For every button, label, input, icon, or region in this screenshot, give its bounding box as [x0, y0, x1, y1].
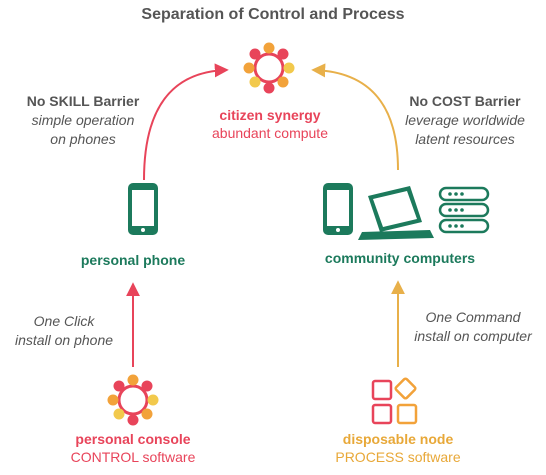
node-blocks-icon — [371, 377, 418, 425]
personal-phone-label: personal phone — [80, 252, 186, 268]
diagram-title: Separation of Control and Process — [141, 6, 405, 23]
server-icon — [438, 186, 490, 234]
disposable-node: disposable node PROCESS software — [313, 430, 483, 466]
synergy-node: citizen synergy abundant compute — [190, 106, 350, 142]
cost-barrier-title: No COST Barrier — [409, 93, 521, 109]
node-subtitle: PROCESS software — [335, 449, 461, 465]
console-ring-icon — [107, 374, 159, 426]
console-subtitle: CONTROL software — [70, 449, 196, 465]
console-title: personal console — [75, 431, 191, 447]
click-install-line1: One Click — [33, 313, 95, 329]
node-title: disposable node — [342, 431, 454, 447]
community-computers-label: community computers — [324, 250, 476, 266]
synergy-title: citizen synergy — [219, 107, 321, 123]
command-install-note: One Command install on computer — [402, 308, 544, 346]
cost-barrier-line1: leverage worldwide — [405, 112, 525, 128]
synergy-subtitle: abundant compute — [212, 125, 328, 141]
skill-barrier-line2: on phones — [50, 131, 116, 147]
click-install-note: One Click install on phone — [2, 312, 126, 350]
phone-icon — [128, 183, 158, 235]
command-install-line1: One Command — [425, 309, 521, 325]
command-install-line2: install on computer — [414, 328, 532, 344]
click-install-line2: install on phone — [14, 332, 114, 348]
community-phone-icon — [323, 183, 353, 235]
laptop-icon — [358, 186, 434, 240]
personal-console-node: personal console CONTROL software — [48, 430, 218, 466]
cost-barrier-line2: latent resources — [415, 131, 515, 147]
cost-barrier-note: No COST Barrier leverage worldwide laten… — [390, 92, 540, 149]
phone-to-synergy-arrow — [143, 63, 229, 181]
computers-to-synergy-arrow — [311, 63, 399, 171]
skill-barrier-line1: simple operation — [31, 112, 135, 128]
skill-barrier-note: No SKILL Barrier simple operation on pho… — [8, 92, 158, 149]
synergy-ring-icon — [243, 42, 295, 94]
skill-barrier-title: No SKILL Barrier — [26, 93, 140, 109]
